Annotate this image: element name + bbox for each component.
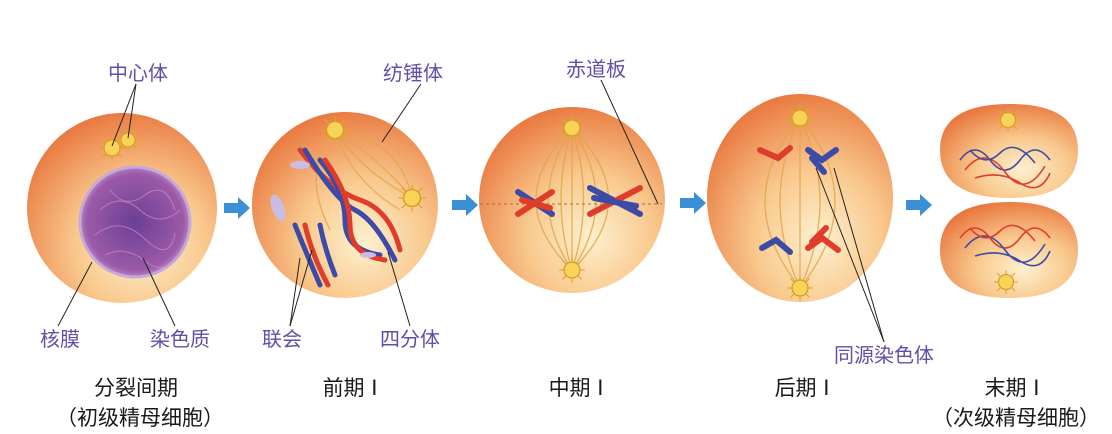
centrosome-icon: [116, 128, 140, 152]
caption-telophase-note: （次级精母细胞）: [932, 406, 1100, 430]
centrosome-icon: [558, 256, 586, 284]
cell-interphase: [27, 113, 217, 303]
centrosome-icon: [397, 183, 427, 213]
arrow-right-icon: [906, 194, 932, 216]
cell-telophase: [940, 104, 1078, 298]
label-centrosome: 中心体: [108, 61, 168, 85]
centrosome-icon: [993, 269, 1019, 295]
label-homologous-chromosomes: 同源染色体: [834, 343, 934, 367]
arrow-right-icon: [680, 192, 706, 214]
label-synapsis: 联会: [262, 327, 302, 351]
nucleus: [78, 165, 192, 279]
cell-anaphase: [707, 94, 893, 302]
cell-metaphase: [479, 107, 665, 293]
centrosome-icon: [786, 104, 814, 132]
label-spindle: 纺锤体: [383, 61, 443, 85]
label-nuclear-membrane: 核膜: [40, 327, 80, 351]
caption-metaphase: 中期 I: [548, 376, 604, 400]
cell-prophase: [252, 112, 438, 298]
centrosome-icon: [786, 274, 814, 302]
centrosome-icon: [558, 114, 586, 142]
label-tetrad: 四分体: [380, 327, 440, 351]
caption-interphase: 分裂间期: [94, 376, 178, 400]
caption-prophase: 前期 I: [322, 376, 378, 400]
caption-telophase: 末期 I: [984, 376, 1040, 400]
caption-interphase-note: （初级精母细胞）: [56, 406, 224, 430]
arrow-right-icon: [224, 197, 250, 219]
centrosome-icon: [320, 115, 350, 145]
arrow-right-icon: [452, 194, 478, 216]
label-chromatin: 染色质: [150, 327, 210, 351]
centrosome-icon: [995, 107, 1021, 133]
label-equatorial-plate: 赤道板: [566, 57, 626, 81]
caption-anaphase: 后期 I: [774, 376, 830, 400]
